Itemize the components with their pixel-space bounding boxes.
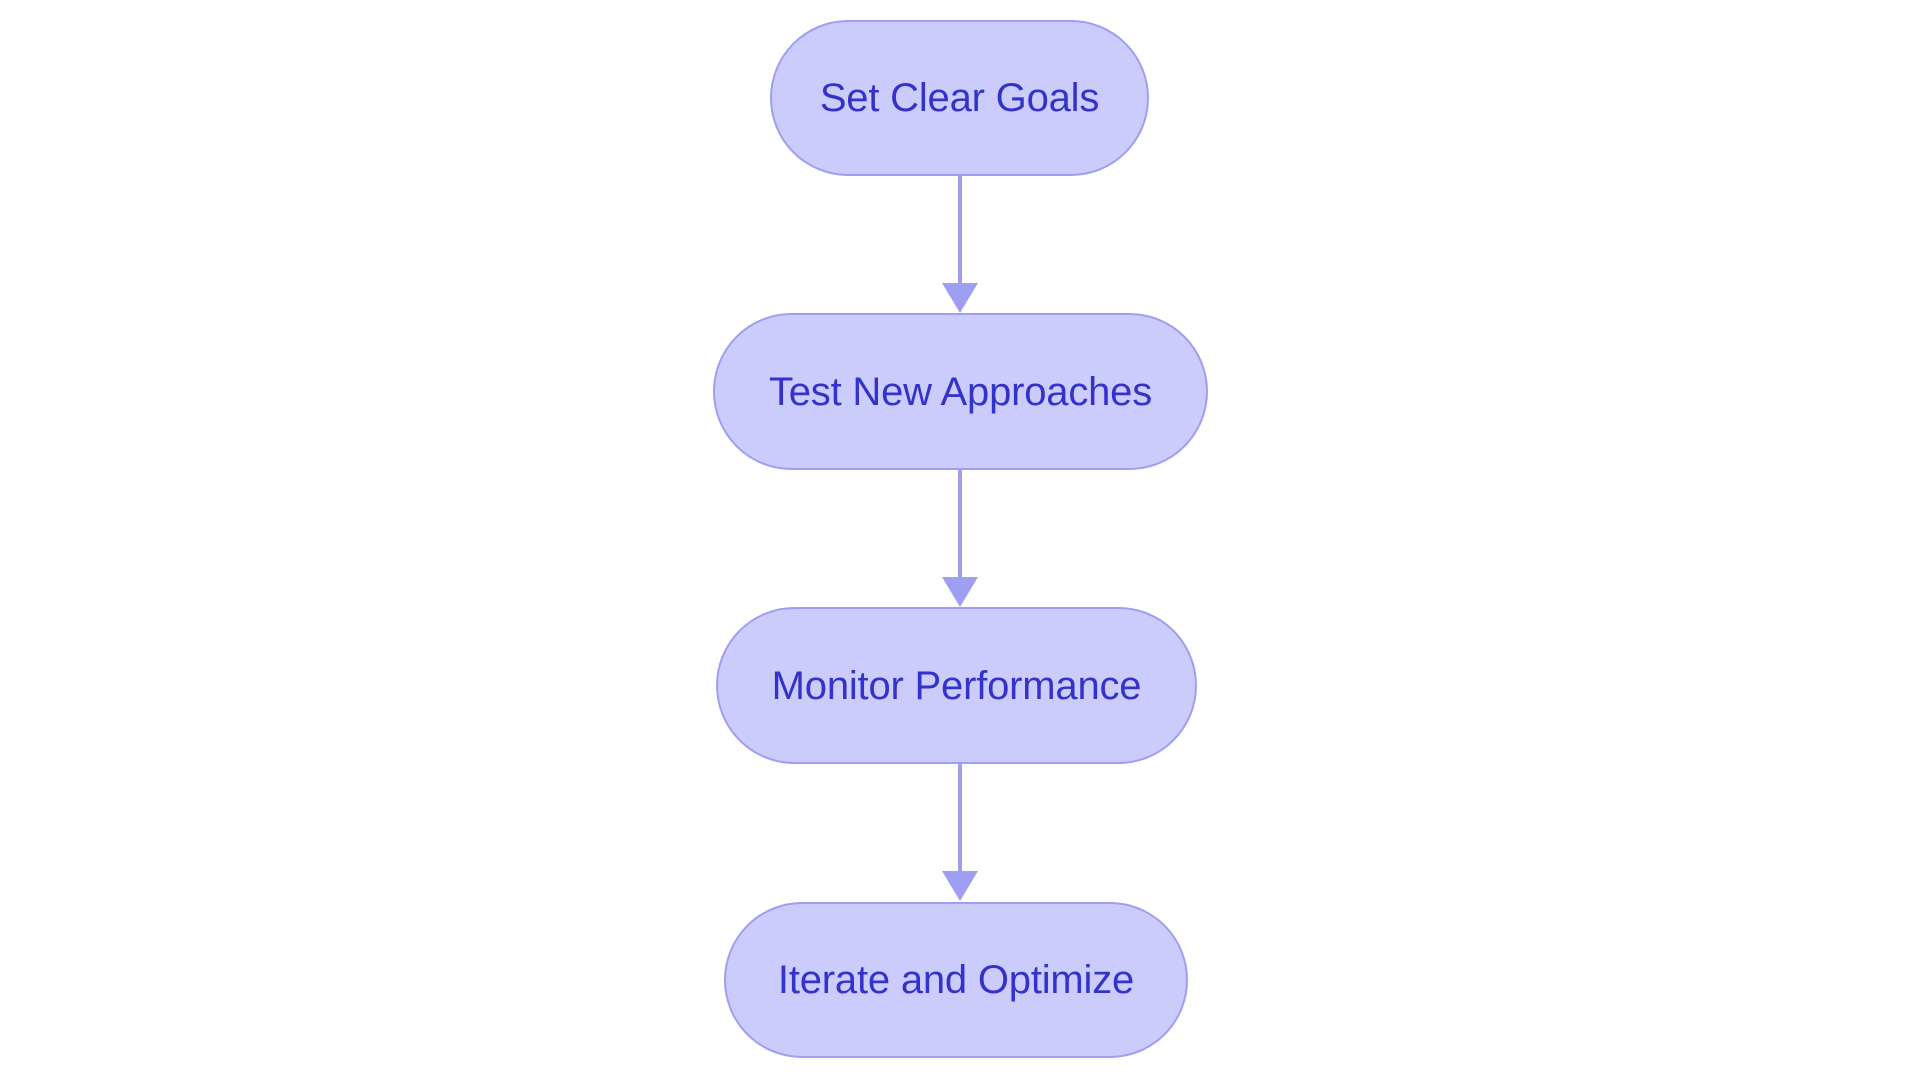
down-arrow-icon (942, 577, 978, 607)
flow-node-label: Set Clear Goals (819, 76, 1100, 120)
flow-node-monitor-performance[interactable]: Monitor Performance (716, 607, 1197, 764)
flow-node-test-new-approaches[interactable]: Test New Approaches (713, 313, 1208, 470)
flow-node-set-clear-goals[interactable]: Set Clear Goals (770, 20, 1149, 176)
connector-test-new-approaches-to-monitor-performance (942, 464, 978, 607)
connector-set-clear-goals-to-test-new-approaches (942, 170, 978, 313)
down-arrow-icon (942, 283, 978, 313)
flow-node-iterate-and-optimize[interactable]: Iterate and Optimize (724, 902, 1188, 1058)
flow-node-label: Iterate and Optimize (777, 958, 1135, 1002)
down-arrow-icon (942, 871, 978, 901)
connector-monitor-performance-to-iterate-and-optimize (942, 758, 978, 901)
flow-node-label: Test New Approaches (768, 369, 1153, 414)
flow-node-label: Monitor Performance (771, 663, 1142, 708)
